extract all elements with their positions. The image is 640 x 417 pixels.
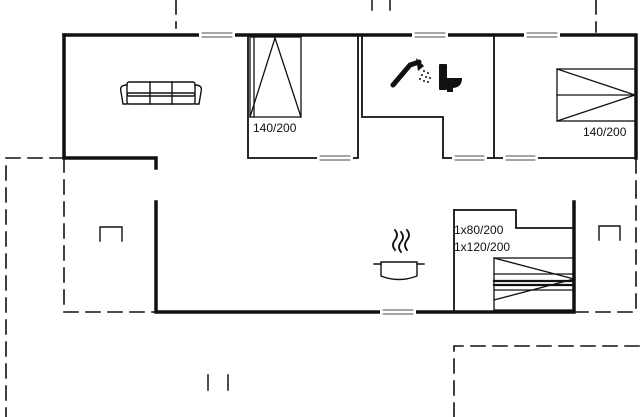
openings (199, 32, 560, 315)
interior-walls (247, 34, 637, 313)
bedroom2-bed-size-label: 140/200 (583, 125, 627, 139)
shower-icon (390, 58, 431, 88)
bedroom1-bed-size-label: 140/200 (253, 121, 297, 135)
bedroom3-bed-size-label-b: 1x120/200 (454, 240, 511, 254)
bedroom3-bed-size-label-a: 1x80/200 (454, 223, 504, 237)
bunk-bed-icon (492, 257, 577, 311)
bed-icon (249, 35, 302, 118)
sofa-icon (119, 81, 203, 105)
bed-icon (556, 68, 638, 122)
opening-thin-lines (201, 32, 558, 315)
exterior-walls (62, 33, 638, 314)
terrace-outline (5, 0, 640, 417)
fireplace-icon (99, 225, 621, 242)
cooking-pot-icon (373, 228, 425, 281)
terrace-posts (207, 0, 391, 391)
toilet-icon (439, 64, 462, 92)
